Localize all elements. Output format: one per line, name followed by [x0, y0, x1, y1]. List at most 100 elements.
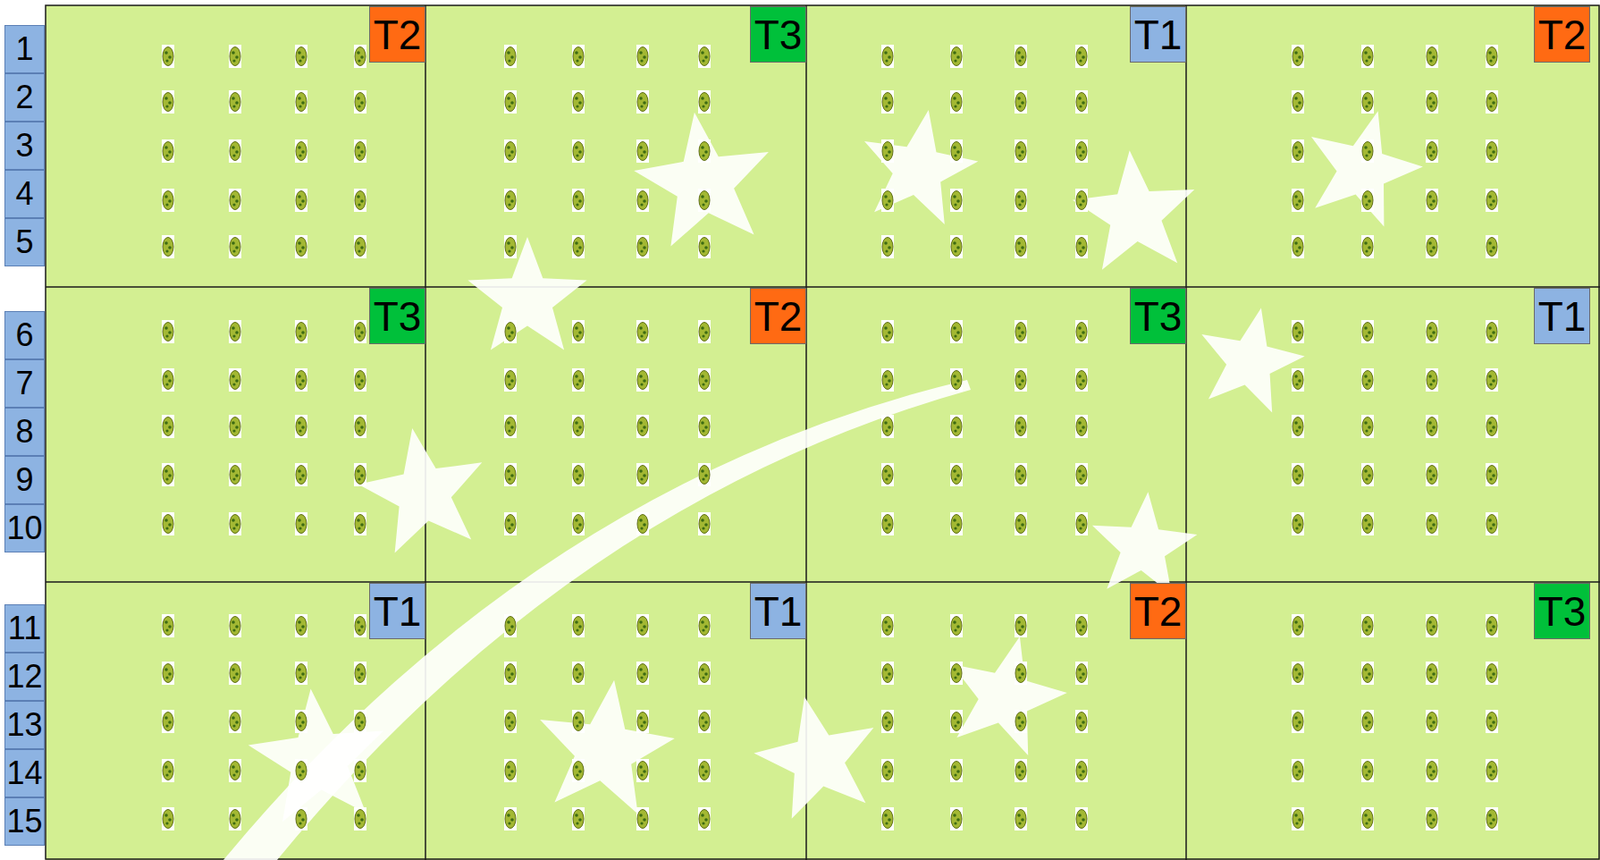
- plant-spot: [357, 334, 361, 337]
- plant-spot: [884, 374, 888, 379]
- plant-backing: [636, 235, 649, 259]
- row-number-box: 6: [4, 311, 45, 360]
- plant-spot: [165, 526, 169, 530]
- plant-backing: [161, 139, 175, 163]
- plant-backing: [1485, 188, 1499, 212]
- plant-backing: [1075, 758, 1088, 783]
- plant-spot: [887, 624, 892, 629]
- plant-spot: [884, 469, 888, 473]
- plant-spot: [640, 382, 643, 386]
- plant-backing: [881, 44, 894, 68]
- plant-spot: [700, 145, 705, 150]
- plant-spot: [1017, 194, 1021, 199]
- plant-backing: [1361, 758, 1374, 783]
- plant: [1291, 368, 1305, 392]
- plant-spot: [297, 241, 302, 245]
- treatment-box: T1: [1129, 6, 1187, 63]
- plant-backing: [1014, 709, 1028, 733]
- plant-spot: [168, 101, 172, 105]
- plant-spot: [1017, 667, 1021, 672]
- plant-spot: [510, 473, 514, 478]
- plant-backing: [161, 188, 175, 212]
- plant-spot: [1294, 667, 1298, 672]
- plant-leaf: [505, 514, 516, 534]
- plant-leaf: [1292, 237, 1304, 257]
- plant-spot: [298, 477, 302, 480]
- plant-spot: [164, 50, 169, 55]
- plant: [294, 758, 308, 783]
- plant-spot: [953, 153, 957, 157]
- plant-leaf: [698, 664, 710, 683]
- plant-leaf: [162, 809, 174, 829]
- plant-spot: [1297, 769, 1302, 774]
- plant-spot: [1364, 382, 1368, 386]
- plant-backing: [504, 368, 517, 392]
- plant-spot: [1020, 150, 1025, 154]
- plant: [1075, 512, 1088, 536]
- plant-spot: [357, 429, 361, 432]
- plant: [1485, 320, 1499, 344]
- plant-spot: [1078, 724, 1082, 727]
- plant: [698, 235, 711, 259]
- plant-backing: [228, 512, 242, 536]
- plant-spot: [507, 334, 511, 337]
- plant: [950, 139, 963, 163]
- plot-border: [1185, 5, 1188, 860]
- plant: [950, 414, 963, 438]
- plant-spot: [1018, 153, 1021, 157]
- plant-backing: [353, 807, 367, 831]
- plant-spot: [574, 374, 579, 379]
- plant: [294, 90, 308, 114]
- plant-spot: [1364, 526, 1368, 530]
- plant-spot: [642, 769, 647, 774]
- plant-backing: [1485, 44, 1499, 68]
- plant: [294, 368, 308, 392]
- plant-spot: [1367, 473, 1372, 478]
- plant-spot: [578, 425, 582, 430]
- plant-backing: [294, 661, 308, 685]
- plant: [698, 709, 711, 733]
- plant-spot: [574, 96, 579, 101]
- plant-spot: [1367, 330, 1372, 335]
- plant-spot: [956, 378, 960, 383]
- plant-spot: [1018, 202, 1021, 206]
- plant-leaf: [354, 761, 366, 781]
- plant-spot: [298, 821, 302, 825]
- plant: [1361, 320, 1374, 344]
- plant-backing: [161, 661, 175, 685]
- plant: [698, 512, 711, 536]
- plant-spot: [1078, 628, 1082, 632]
- plant: [1425, 758, 1439, 783]
- plant: [698, 661, 711, 685]
- plant-spot: [956, 245, 960, 250]
- plant-backing: [1361, 139, 1374, 163]
- plant-backing: [1485, 320, 1499, 344]
- plant-spot: [1295, 477, 1298, 480]
- plant-leaf: [698, 142, 710, 161]
- plant-spot: [956, 425, 960, 430]
- plant-spot: [884, 526, 888, 530]
- plant-backing: [950, 463, 963, 487]
- plant-spot: [1364, 374, 1368, 379]
- plant-backing: [1361, 614, 1374, 638]
- plant-spot: [956, 101, 960, 105]
- plant-backing: [950, 90, 963, 114]
- plant: [1291, 188, 1305, 212]
- plant-spot: [575, 382, 579, 386]
- plant-leaf: [637, 465, 649, 485]
- plant-leaf: [1426, 237, 1438, 257]
- plant-leaf: [882, 370, 893, 390]
- plant-spot: [1488, 241, 1492, 245]
- treatment-label: T3: [1538, 590, 1587, 632]
- plant-spot: [884, 382, 888, 386]
- plant: [353, 188, 367, 212]
- plant-spot: [1077, 715, 1082, 720]
- plant-spot: [1489, 202, 1492, 206]
- plant: [1291, 758, 1305, 783]
- plant-spot: [506, 145, 511, 150]
- plant: [1425, 368, 1439, 392]
- plant-spot: [953, 477, 957, 480]
- plant: [1361, 139, 1374, 163]
- plant-spot: [1429, 58, 1432, 62]
- plant-backing: [881, 368, 894, 392]
